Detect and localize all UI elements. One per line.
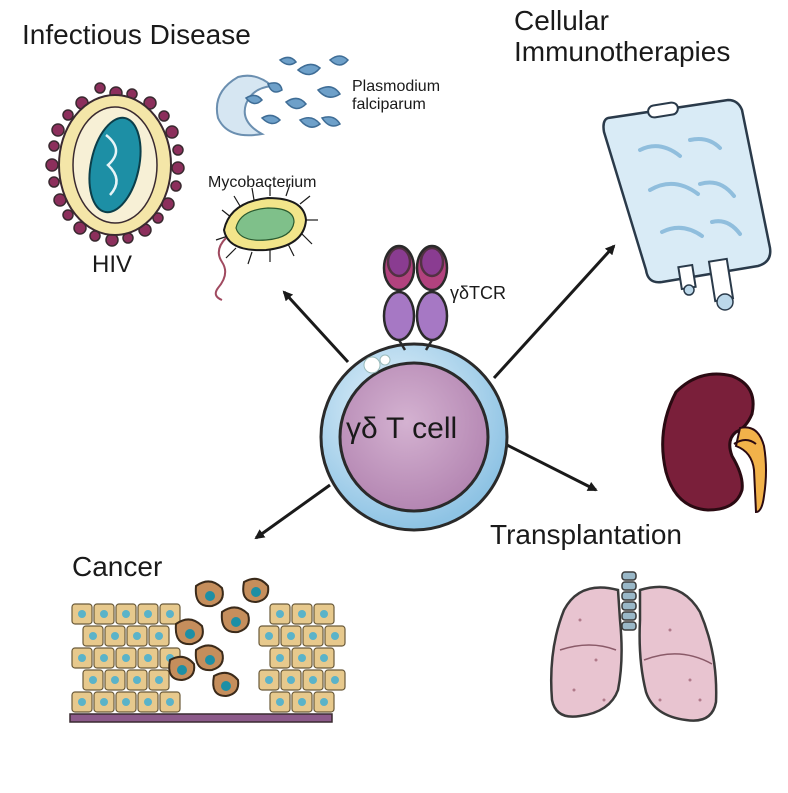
tissue-nucleus	[276, 610, 284, 618]
lungs-icon	[549, 571, 718, 722]
tissue-nucleus	[155, 632, 163, 640]
tcr-receptor-icon	[382, 244, 449, 351]
tissue-nucleus	[100, 610, 108, 618]
iv-bag-icon	[602, 98, 772, 311]
tissue-nucleus	[265, 676, 273, 684]
label-mycobacterium: Mycobacterium	[208, 174, 317, 191]
label-plasmodium: Plasmodium falciparum	[352, 78, 441, 113]
tissue-nucleus	[78, 654, 86, 662]
arrows	[254, 244, 616, 540]
tissue-nucleus	[298, 654, 306, 662]
tumor-cells	[168, 577, 270, 698]
tissue-nucleus	[144, 654, 152, 662]
tissue-nucleus	[78, 698, 86, 706]
label-infectious-disease: Infectious Disease	[22, 19, 251, 50]
tissue-nucleus	[287, 632, 295, 640]
label-cancer: Cancer	[72, 551, 163, 582]
tissue-nucleus	[144, 610, 152, 618]
tissue-nucleus	[133, 676, 141, 684]
tissue-nucleus	[298, 698, 306, 706]
kidney-icon	[661, 372, 767, 514]
tissue-nucleus	[122, 698, 130, 706]
arrow-to-cancer	[254, 483, 331, 540]
tissue-nucleus	[320, 610, 328, 618]
tissue-nucleus	[122, 610, 130, 618]
tissue-nucleus	[166, 610, 174, 618]
cancer-tissue-icon	[69, 577, 346, 723]
tissue-nucleus	[100, 654, 108, 662]
tissue-nucleus	[298, 610, 306, 618]
label-cellular-immunotherapies: Cellular Immunotherapies	[514, 5, 731, 67]
tissue-nucleus	[287, 676, 295, 684]
gd-t-cell	[319, 342, 509, 532]
tissue-nucleus	[144, 698, 152, 706]
tissue-nucleus	[122, 654, 130, 662]
tissue-nucleus	[100, 698, 108, 706]
tissue-nucleus	[331, 676, 339, 684]
mycobacterium-icon	[214, 183, 318, 301]
arrow-to-infectious	[282, 290, 350, 364]
plasmodium-icon	[216, 55, 350, 137]
label-transplantation: Transplantation	[490, 519, 682, 550]
tissue-nucleus	[111, 632, 119, 640]
tissue-nucleus	[320, 698, 328, 706]
tissue-nucleus	[309, 676, 317, 684]
tissue-nucleus	[276, 698, 284, 706]
tissue-nucleus	[133, 632, 141, 640]
arrow-to-transplant	[506, 443, 598, 492]
tissue-nucleus	[89, 676, 97, 684]
tissue-nucleus	[155, 676, 163, 684]
tissue-nucleus	[309, 632, 317, 640]
arrow-to-cellular	[492, 244, 616, 380]
tissue-nucleus	[166, 698, 174, 706]
tissue-nucleus	[78, 610, 86, 618]
tissue-nucleus	[276, 654, 284, 662]
label-gd-t-cell: γδ T cell	[346, 412, 458, 445]
hiv-virus-icon	[45, 82, 185, 247]
tissue-nucleus	[111, 676, 119, 684]
tissue-nucleus	[320, 654, 328, 662]
label-hiv: HIV	[92, 251, 133, 278]
tissue-nucleus	[331, 632, 339, 640]
label-gd-tcr: γδTCR	[450, 283, 507, 303]
tissue-nucleus	[265, 632, 273, 640]
tissue-nucleus	[89, 632, 97, 640]
